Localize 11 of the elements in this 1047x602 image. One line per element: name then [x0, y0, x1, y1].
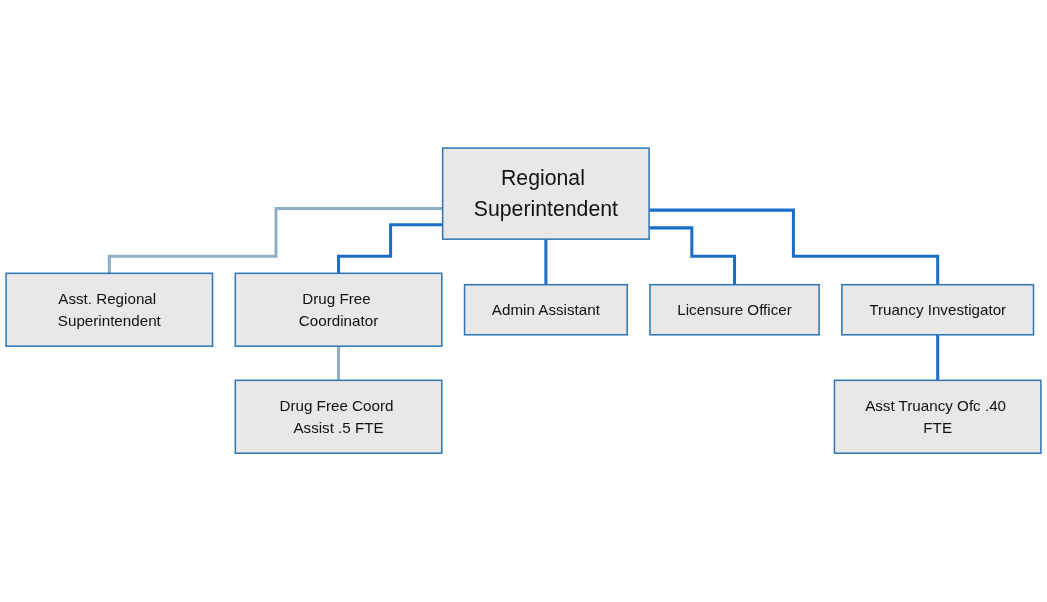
- node-box: Licensure Officer: [649, 284, 820, 336]
- node-box: Drug Free Coord Assist .5 FTE: [234, 379, 443, 455]
- node-box: Truancy Investigator: [841, 284, 1035, 336]
- node-box: Asst Truancy Ofc .40 FTE: [833, 379, 1042, 455]
- node-box: Asst. Regional Superintendent: [5, 272, 214, 348]
- connector: [649, 208, 940, 287]
- node-box: Admin Assistant: [463, 284, 628, 336]
- node-box: Drug Free Coordinator: [234, 272, 443, 348]
- connector: [649, 226, 737, 287]
- node-box: Regional Superintendent: [441, 147, 650, 241]
- connector: [544, 238, 548, 287]
